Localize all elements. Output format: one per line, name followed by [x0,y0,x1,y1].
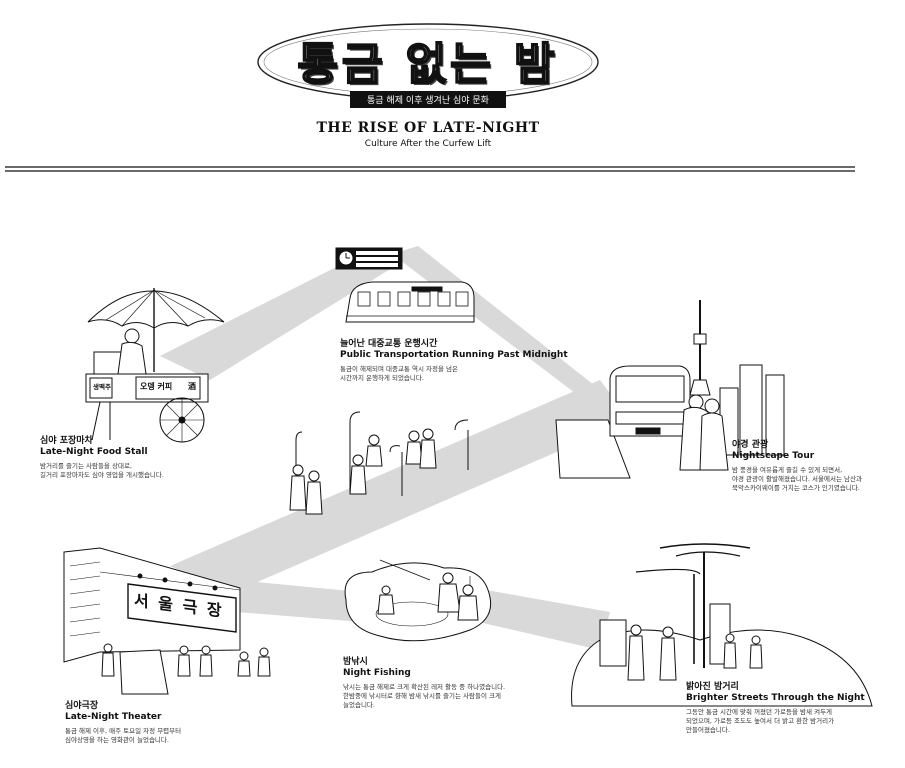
stall-sign-menu: 오뎅 커피 [140,382,173,391]
caption-title-kr: 심야극장 [65,701,99,711]
caption-transport: 늘어난 대중교통 운행시간 Public Transportation Runn… [340,339,568,383]
crowd-illustration [289,411,469,515]
caption-title-en: Night Fishing [343,668,411,678]
caption-title-en: Late-Night Food Stall [40,447,148,457]
caption-body: 그동안 통금 시간에 맞춰 꺼졌던 가로등을 밤새 켜두게 되었으며, 가로등 … [686,708,835,734]
page-subtitle-english: Culture After the Curfew Lift [364,139,492,149]
caption-title-kr: 심야 포장마차 [40,436,93,446]
caption-food-stall: 심야 포장마차 Late-Night Food Stall 밤거리를 즐기는 사… [40,436,164,480]
caption-body: 밤거리를 즐기는 사람들을 상대로, 길거리 포장마차도 심야 영업을 개시했습… [40,462,164,479]
header-rule [5,166,855,172]
caption-title-kr: 야경 관광 [732,440,769,450]
nightscape-bus-illustration [555,300,785,479]
caption-body: 통금 해제 이후, 매주 토요일 자정 무렵부터 심야상영을 하는 영화관이 늘… [65,727,182,744]
stall-sign-drink: 酒 [188,382,196,391]
caption-title-kr: 늘어난 대중교통 운행시간 [340,339,438,349]
street-lamps-illustration [571,543,873,707]
subway-train-illustration [335,247,475,323]
page-title-english: THE RISE OF LATE-NIGHT [316,120,540,136]
caption-title-en: Brighter Streets Through the Night [686,693,865,703]
theater-illustration [63,547,271,695]
caption-title-en: Late-Night Theater [65,712,162,722]
caption-title-en: Nightscape Tour [732,451,815,461]
night-fishing-illustration [344,559,492,642]
food-stall-illustration [85,288,225,443]
caption-body: 낚시는 통금 해제로 크게 확산된 레저 활동 중 하나였습니다. 한밤중에 낚… [343,683,506,709]
caption-title-en: Public Transportation Running Past Midni… [340,350,568,360]
caption-title-kr: 밝아진 밤거리 [686,682,739,692]
caption-body: 통금이 해제되며 대중교통 역시 자정을 넘은 시간까지 운행하게 되었습니다. [340,365,458,382]
caption-nightscape: 야경 관광 Nightscape Tour 밤 풍경을 여유롭게 즐길 수 있게… [732,440,862,493]
caption-fishing: 밤낚시 Night Fishing 낚시는 통금 해제로 크게 확산된 레저 활… [343,657,505,710]
caption-streets: 밝아진 밤거리 Brighter Streets Through the Nig… [686,682,865,735]
subtitle-korean-badge: 통금 해제 이후 생겨난 심야 문화 [350,91,506,108]
page-title-korean: 통금 없는 밤 [296,38,559,91]
caption-title-kr: 밤낚시 [343,657,368,667]
caption-theater: 심야극장 Late-Night Theater 통금 해제 이후, 매주 토요일… [65,701,181,745]
caption-body: 밤 풍경을 여유롭게 즐길 수 있게 되면서, 야경 관광이 활발해졌습니다. … [732,466,862,492]
stall-sign-beer: 생맥주 [93,383,111,391]
